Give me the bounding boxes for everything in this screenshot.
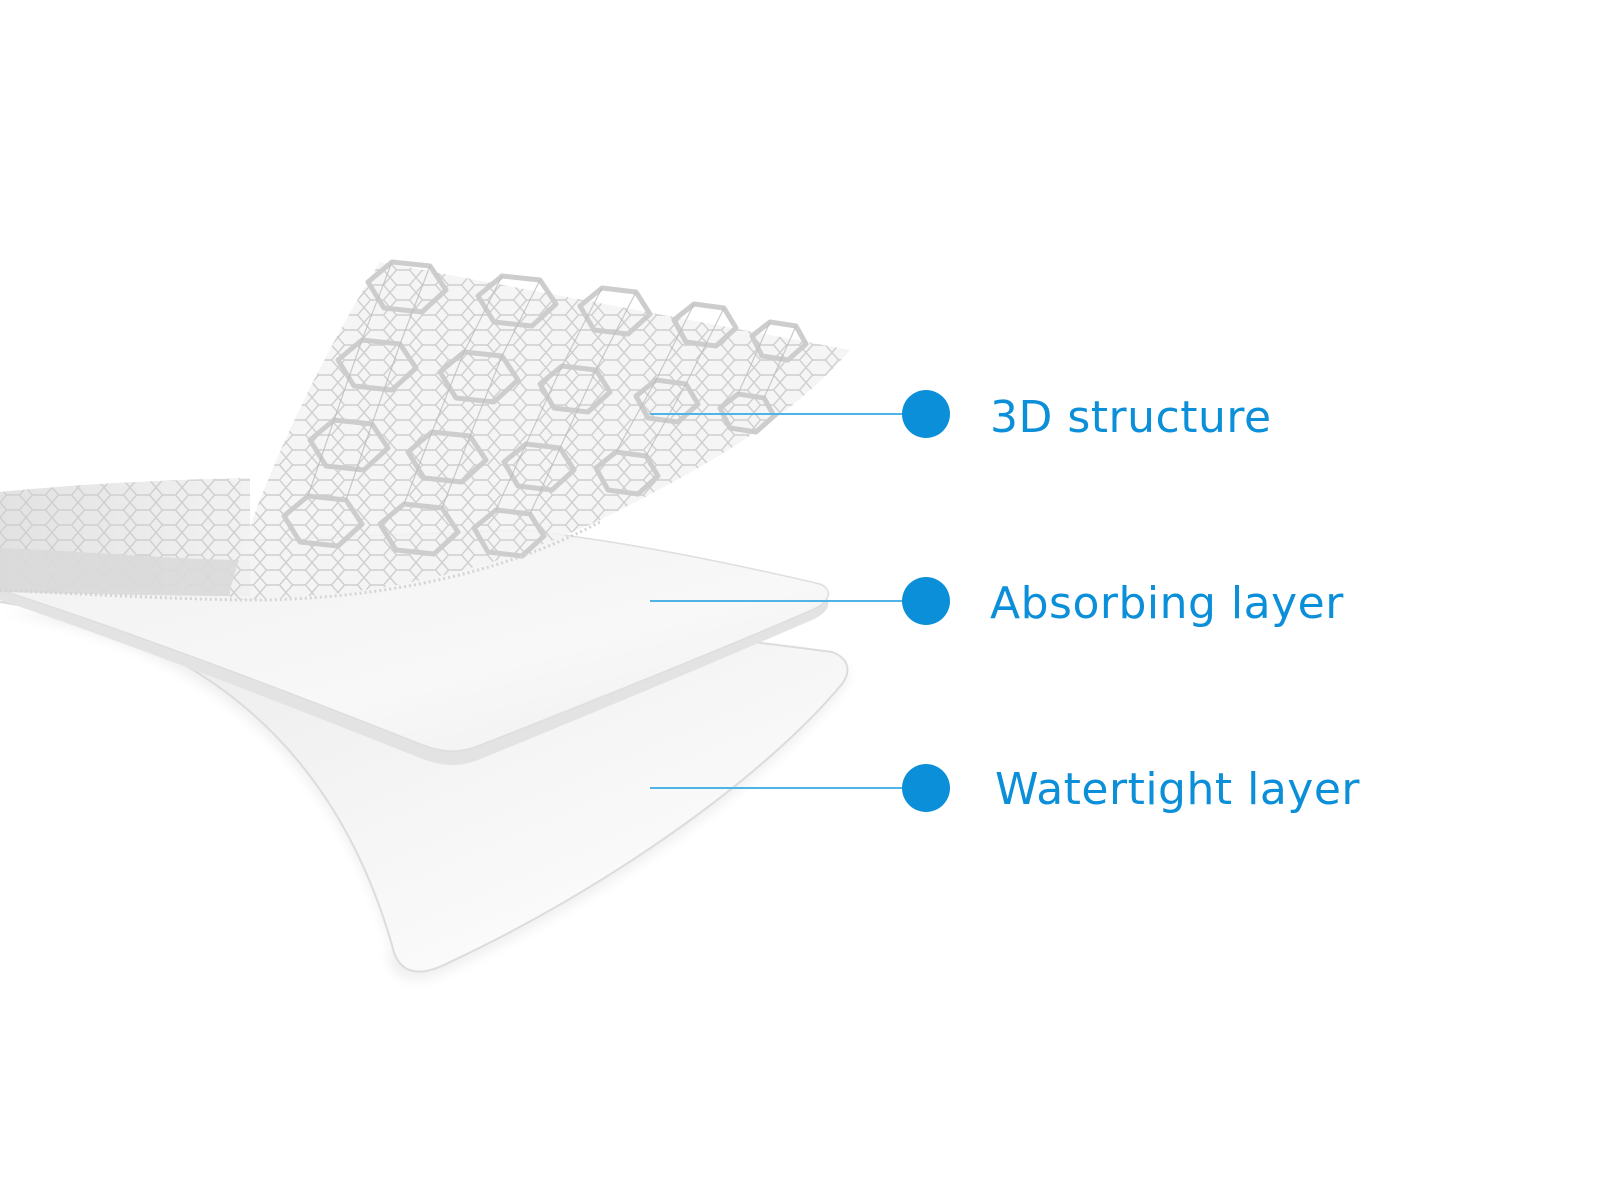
callout-label-absorbing-layer: Absorbing layer (990, 578, 1344, 629)
callout-dot-3d-structure (902, 390, 950, 438)
callout-dot-watertight-layer (902, 764, 950, 812)
leader-lines (650, 413, 905, 789)
callout-label-3d-structure: 3D structure (990, 392, 1272, 443)
callout-dots (902, 390, 950, 812)
3d-structure-shape (0, 259, 850, 602)
callout-label-watertight-layer: Watertight layer (995, 764, 1360, 815)
callout-dot-absorbing-layer (902, 577, 950, 625)
